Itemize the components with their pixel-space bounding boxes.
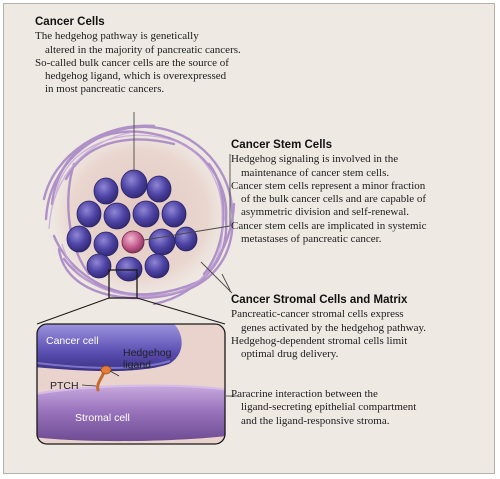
cancer-stem-cells-text: Cancer stem cells are implicated in syst… — [231, 219, 427, 232]
cancer-stem-cells-text: metastases of pancreatic cancer. — [241, 233, 382, 246]
cancer-cells-heading: Cancer Cells — [35, 16, 105, 28]
stromal-text: genes activated by the hedgehog pathway. — [241, 321, 426, 334]
cancer-stem-cells-text: Hedgehog signaling is involved in the — [231, 153, 399, 166]
pathway-illustration — [36, 112, 238, 445]
leader-lines — [133, 112, 238, 397]
cancer-cells-text: hedgehog ligand, which is overexpressed — [45, 70, 227, 83]
stromal-block: Cancer Stromal Cells and Matrix Pancreat… — [231, 294, 426, 361]
stromal-text: optimal drug delivery. — [241, 348, 339, 361]
cancer-cells-text: altered in the majority of pancreatic ca… — [45, 43, 241, 56]
cancer-cells-text: The hedgehog pathway is genetically — [35, 30, 199, 43]
stromal-text: Hedgehog-dependent stromal cells limit — [231, 334, 408, 347]
cancer-stem-cells-text: maintenance of cancer stem cells. — [241, 166, 390, 179]
cancer-stem-cell — [121, 230, 145, 254]
paracrine-text: Paracrine interaction between the — [231, 388, 378, 400]
cancer-stem-cells-block: Cancer Stem Cells Hedgehog signaling is … — [231, 139, 427, 246]
cancer-cells-block: Cancer Cells The hedgehog pathway is gen… — [35, 16, 241, 97]
paracrine-text: ligand-secreting epithelial compartment — [241, 401, 417, 414]
cancer-cells-text: in most pancreatic cancers. — [45, 83, 165, 96]
inset-panel — [36, 323, 226, 445]
cancer-cell-cluster — [66, 169, 198, 282]
inset-hedgehog-ligand-label: Hedgehog ligand — [123, 347, 171, 371]
inset-cancer-cell-label: Cancer cell — [46, 335, 99, 347]
inset-hedgehog-ligand-line: Hedgehog — [123, 347, 172, 359]
cancer-stem-cells-text: asymmetric division and self-renewal. — [241, 206, 410, 219]
cancer-cells-text: So-called bulk cancer cells are the sour… — [35, 56, 229, 69]
cancer-stem-cells-heading: Cancer Stem Cells — [231, 139, 332, 151]
figure-frame: Cancer Cells The hedgehog pathway is gen… — [3, 3, 495, 474]
stromal-text: Pancreatic-cancer stromal cells express — [231, 308, 404, 321]
inset-stromal-cell-label: Stromal cell — [75, 412, 130, 424]
stromal-heading: Cancer Stromal Cells and Matrix — [231, 294, 408, 306]
cancer-stem-cells-text: of the bulk cancer cells and are capable… — [241, 193, 427, 206]
inset-ptch-label: PTCH — [50, 380, 79, 392]
inset-hedgehog-ligand-line: ligand — [123, 359, 152, 371]
cancer-stem-cells-text: Cancer stem cells represent a minor frac… — [231, 179, 426, 192]
zoom-box — [108, 269, 138, 299]
hedgehog-ligand-icon — [100, 365, 112, 375]
paracrine-text: and the ligand-responsive stroma. — [241, 414, 390, 427]
paracrine-block: Paracrine interaction between the ligand… — [231, 388, 416, 428]
